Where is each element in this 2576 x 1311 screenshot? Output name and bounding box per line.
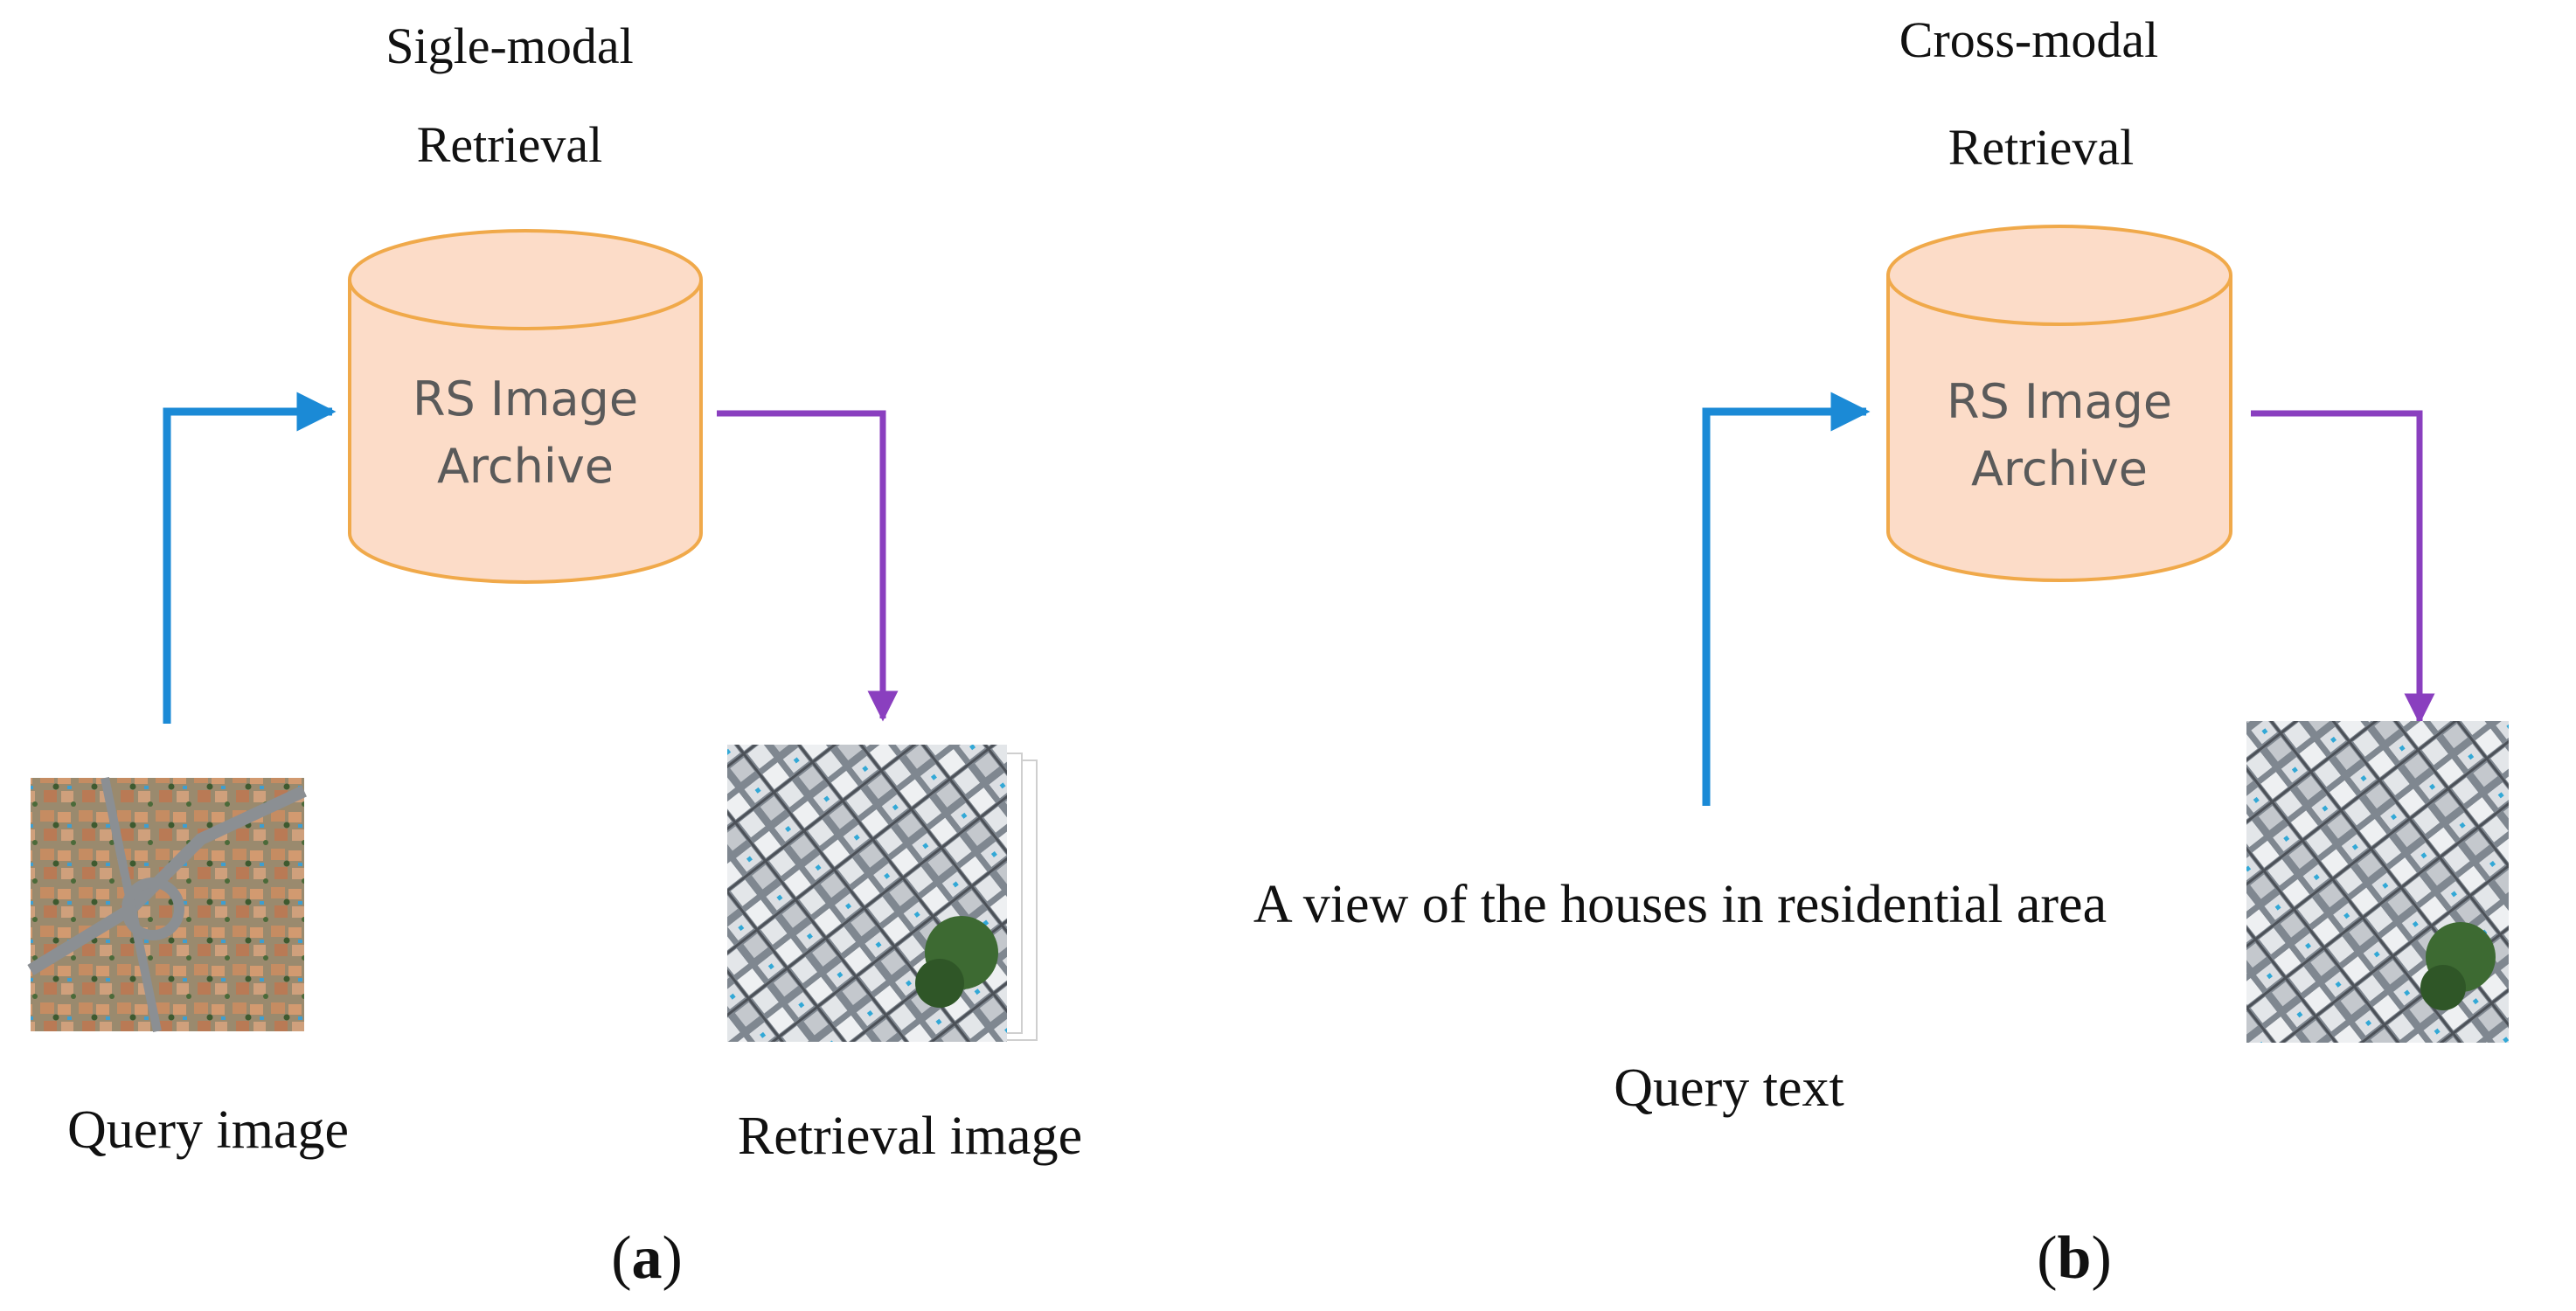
panel-b-letter: b <box>2058 1224 2092 1292</box>
query-image-label: Query image <box>67 1100 349 1160</box>
panel-a-title-line1: Sigle-modal <box>385 17 634 74</box>
archive-a-label-line1: RS Image <box>413 371 638 427</box>
rs-image-archive-cylinder-a: RS Image Archive <box>348 229 703 584</box>
query-text-sentence: A view of the houses in residential area <box>1253 875 2107 934</box>
query-text-label: Query text <box>1614 1058 1843 1118</box>
retrieval-image-stack-a <box>727 745 1038 1042</box>
archive-b-label-line2: Archive <box>1971 441 2148 496</box>
panel-b-title-line2: Retrieval <box>1948 119 2135 176</box>
panel-a-caption: (a) <box>611 1224 683 1292</box>
panel-b-title-line1: Cross-modal <box>1899 11 2158 68</box>
retrieval-image-label: Retrieval image <box>738 1106 1082 1166</box>
retrieval-image-stack-b <box>2246 721 2509 1043</box>
archive-a-label-line2: Archive <box>437 439 614 494</box>
svg-text:(a): (a) <box>611 1224 683 1292</box>
panel-a: Sigle-modal Retrieval RS Image Archive Q… <box>27 17 1082 1292</box>
panel-b-caption: (b) <box>2037 1224 2112 1292</box>
query-arrow-b <box>1702 392 1871 806</box>
query-arrow-a <box>163 392 337 724</box>
archive-b-label-line1: RS Image <box>1947 374 2172 429</box>
panel-a-letter: a <box>632 1224 663 1292</box>
result-arrow-a <box>717 410 899 722</box>
rs-image-archive-cylinder-b: RS Image Archive <box>1886 225 2232 582</box>
panel-a-title-line2: Retrieval <box>417 116 603 173</box>
query-image-thumbnail <box>27 776 307 1033</box>
svg-text:(b): (b) <box>2037 1224 2112 1292</box>
result-arrow-b <box>2251 410 2435 725</box>
panel-b: Cross-modal Retrieval RS Image Archive A… <box>1253 11 2509 1292</box>
